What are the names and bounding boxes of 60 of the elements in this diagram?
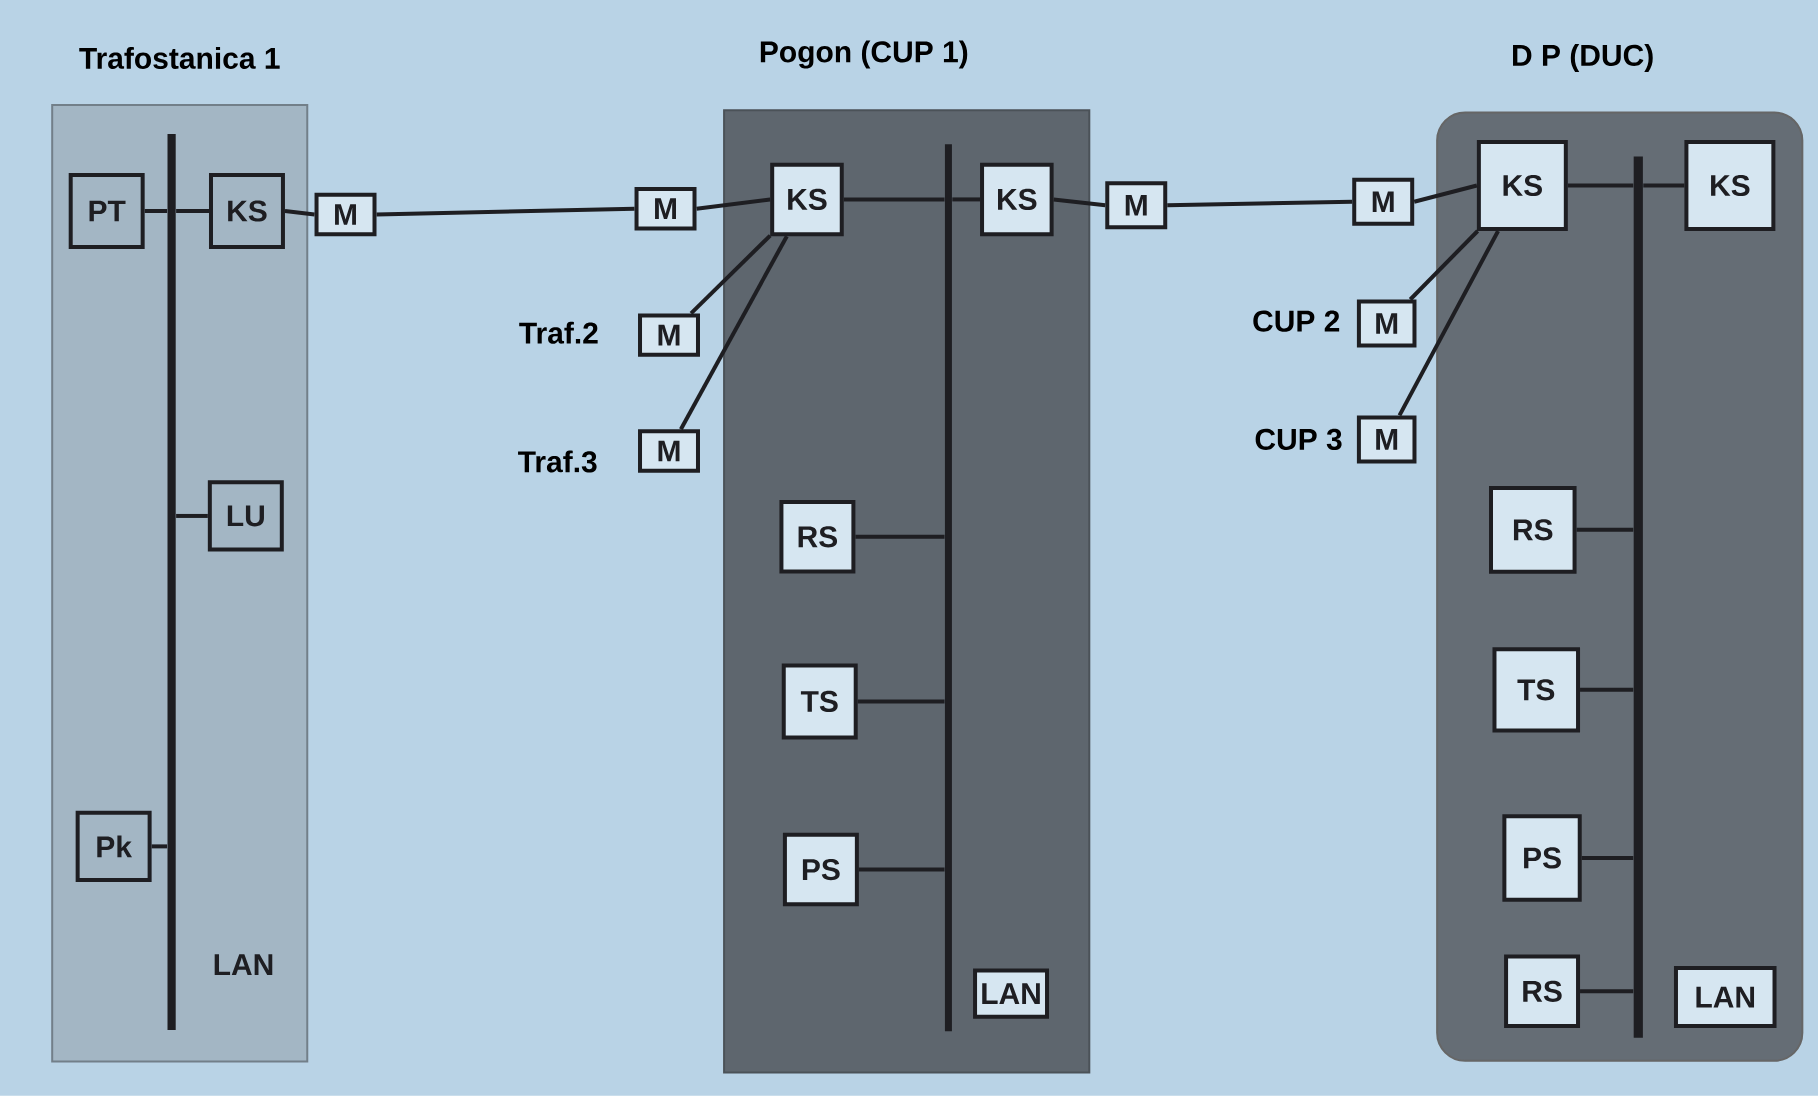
connector-line [1567, 183, 1634, 188]
node-label: D P (DUC) [1513, 44, 1653, 73]
connector-line [843, 197, 945, 202]
device-box: KS [770, 162, 844, 237]
connector-line [855, 535, 945, 539]
side-label: Traf.3 [518, 450, 597, 473]
connector-line [284, 209, 315, 217]
connector-line [1643, 183, 1685, 188]
connector-line [1167, 199, 1353, 208]
connector-line [151, 844, 168, 849]
connector-line [696, 197, 771, 211]
connector-line [1413, 183, 1478, 204]
connector-line [144, 209, 168, 214]
connector-line [689, 234, 772, 315]
connector-line [1053, 197, 1106, 208]
device-box: TS [781, 663, 858, 740]
connector-line [1576, 528, 1634, 532]
device-box: RS [1489, 486, 1577, 574]
connector-line [1580, 688, 1634, 693]
device-box: PS [782, 832, 859, 907]
device-box: KS [1684, 140, 1776, 232]
lan-label-box: LAN [1673, 966, 1777, 1029]
node-label: Trafostanica 1 [79, 47, 280, 70]
device-box: M [314, 192, 377, 237]
device-box: RS [779, 500, 856, 574]
device-box: Pk [75, 810, 152, 883]
device-box: M [1356, 415, 1417, 464]
device-box: KS [1476, 140, 1568, 232]
lan-bus [944, 144, 952, 1032]
connector-line [176, 514, 208, 519]
connector-line [679, 235, 789, 431]
device-box: M [634, 187, 697, 231]
lan-bus [1633, 156, 1643, 1038]
lan-label-box: LAN [973, 968, 1049, 1019]
device-box: M [1105, 181, 1168, 230]
connector-line [1397, 230, 1500, 417]
connector-line [376, 206, 635, 217]
device-box: RS [1504, 954, 1581, 1029]
connector-line [857, 699, 945, 704]
device-box: M [638, 429, 700, 473]
device-box: M [1356, 299, 1417, 348]
device-box: KS [980, 162, 1054, 237]
device-box: M [1352, 177, 1415, 226]
device-box: M [638, 313, 700, 357]
device-box: TS [1492, 647, 1581, 733]
device-box: PT [68, 173, 145, 250]
device-box: LU [207, 480, 284, 552]
connector-line [1580, 989, 1634, 994]
side-label: CUP 2 [1253, 310, 1340, 332]
side-label: Traf.2 [519, 321, 598, 344]
side-label: CUP 3 [1255, 428, 1342, 451]
device-box: KS [209, 173, 285, 250]
connector-line [1581, 856, 1634, 861]
connector-line [176, 209, 209, 214]
device-box: PS [1502, 814, 1582, 902]
connector-line [1408, 229, 1480, 302]
connector-line [952, 197, 981, 202]
node-label: Pogon (CUP 1) [760, 40, 968, 69]
side-label: LAN [214, 954, 273, 976]
connector-line [858, 867, 945, 872]
